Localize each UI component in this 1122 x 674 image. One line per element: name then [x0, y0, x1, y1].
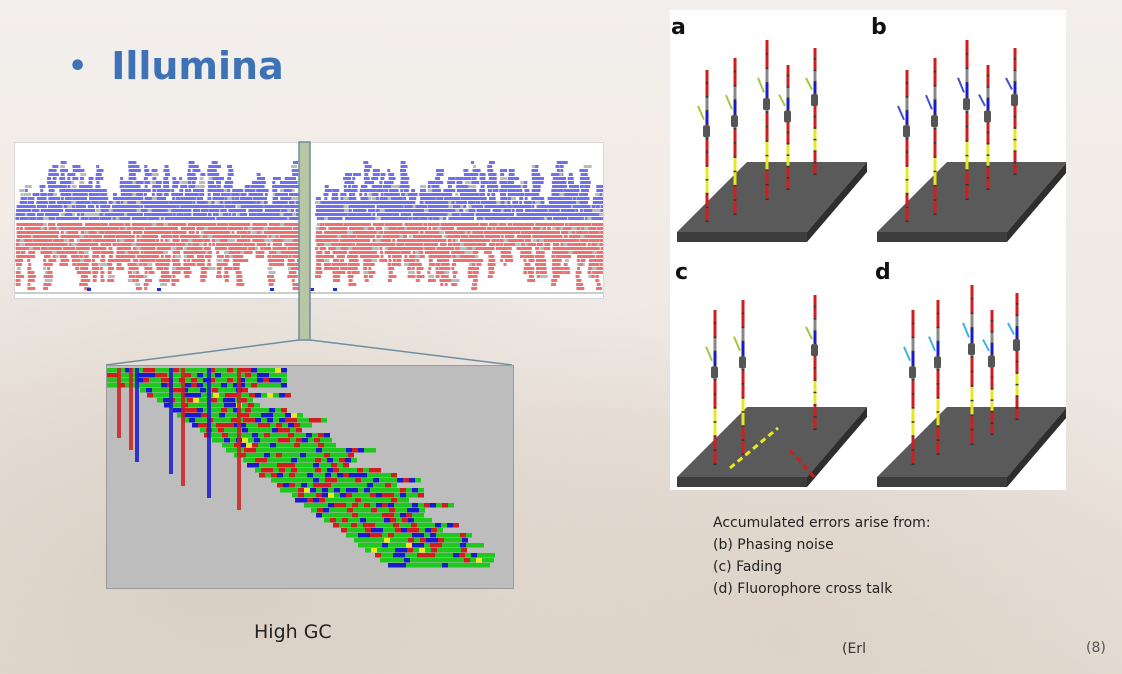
panel-label-d: d — [875, 260, 891, 285]
cluster-diagram — [677, 40, 1067, 487]
sequencing-error-figure: a b c d — [670, 10, 1067, 490]
alignment-plot — [107, 368, 495, 568]
error-heading: Accumulated errors arise from: — [713, 515, 931, 531]
panel-label-a: a — [671, 15, 686, 40]
slide-title: • Illumina — [68, 44, 284, 88]
error-list: Accumulated errors arise from: (b) Phasi… — [713, 512, 931, 600]
citation: (Erl — [842, 641, 866, 657]
error-item-crosstalk: (d) Fluorophore cross talk — [713, 581, 893, 597]
panel-label-c: c — [675, 260, 689, 285]
error-item-fading: (c) Fading — [713, 559, 782, 575]
error-item-phasing: (b) Phasing noise — [713, 537, 834, 553]
high-gc-caption: High GC — [254, 621, 332, 643]
title-text: Illumina — [111, 44, 284, 88]
panel-label-b: b — [871, 15, 887, 40]
coverage-plot — [15, 161, 603, 294]
high-gc-alignment — [106, 365, 514, 589]
page-number: (8) — [1086, 640, 1106, 656]
bullet-dot-icon: • — [68, 48, 88, 84]
